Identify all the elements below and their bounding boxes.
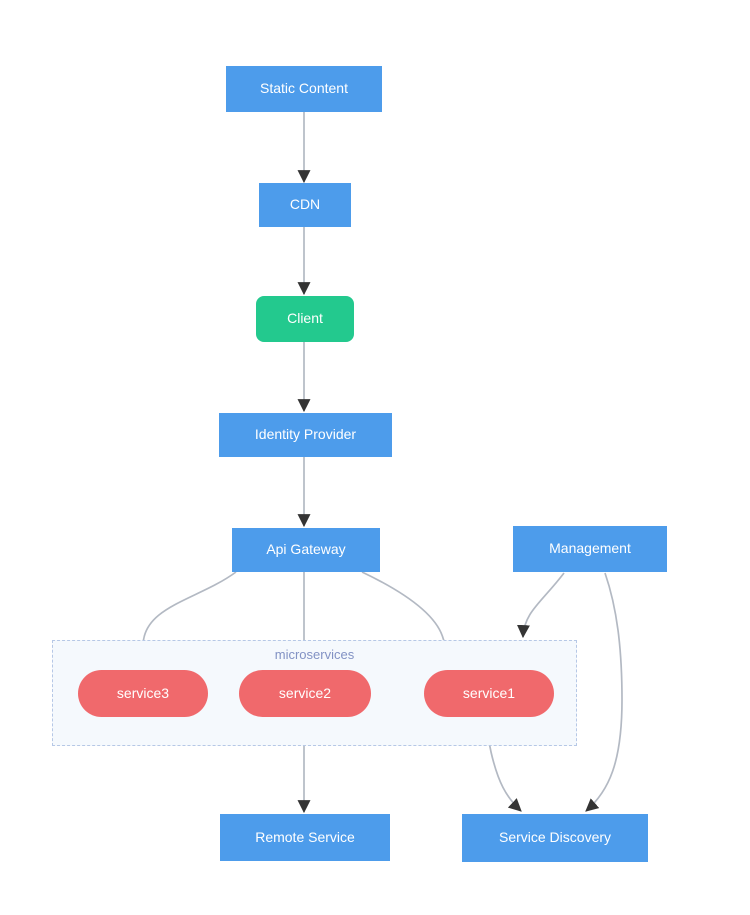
node-management: Management bbox=[513, 526, 667, 572]
node-client: Client bbox=[256, 296, 354, 342]
node-service-discovery: Service Discovery bbox=[462, 814, 648, 862]
node-static-content: Static Content bbox=[226, 66, 382, 112]
edge-management-to-service-discovery bbox=[585, 572, 623, 812]
microservices-cluster-label: microservices bbox=[274, 647, 355, 662]
node-api-gateway: Api Gateway bbox=[232, 528, 380, 572]
edge-management-to-microservices bbox=[516, 572, 565, 639]
node-identity-provider: Identity Provider bbox=[219, 413, 392, 457]
node-service3: service3 bbox=[78, 670, 208, 717]
node-cdn: CDN bbox=[259, 183, 351, 227]
node-service2: service2 bbox=[239, 670, 371, 717]
node-remote-service: Remote Service bbox=[220, 814, 390, 861]
node-service1: service1 bbox=[424, 670, 554, 717]
